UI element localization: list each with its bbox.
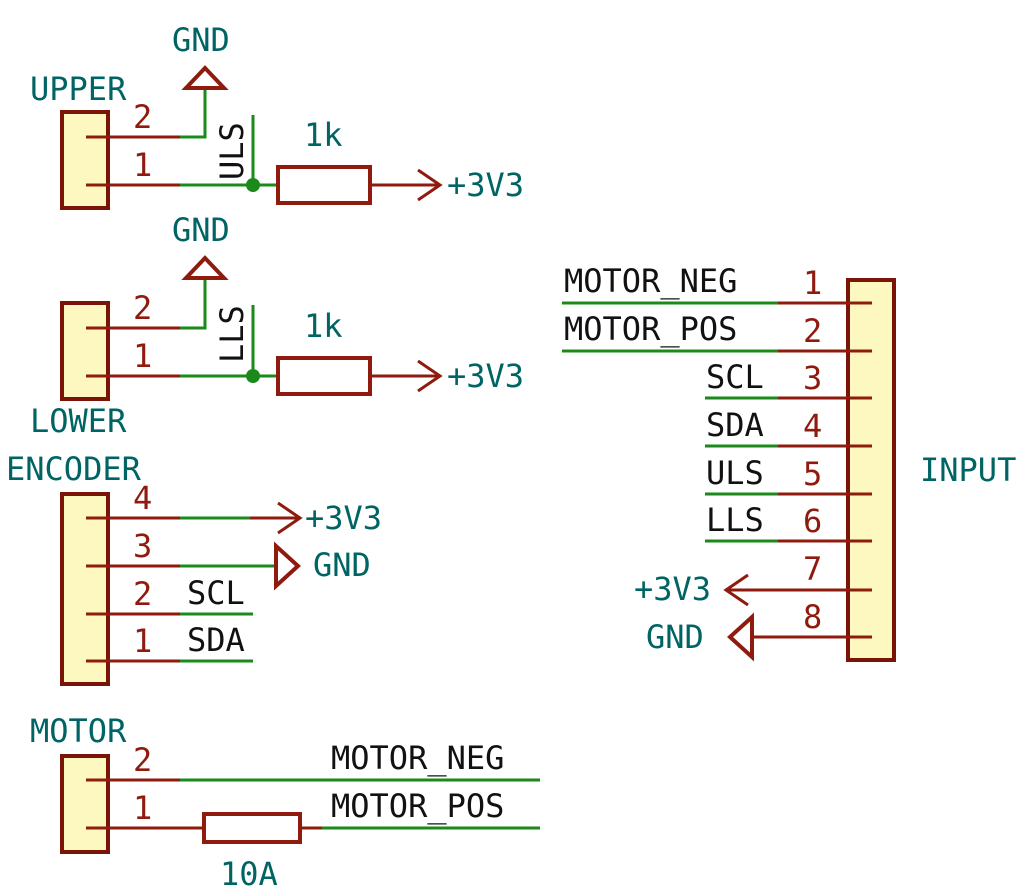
- input-motor-pos-label: MOTOR_POS: [564, 310, 737, 348]
- upper-wiring: GND ULS: [172, 21, 278, 192]
- lower-v33-label: +3V3: [447, 357, 524, 395]
- input-sda-label: SDA: [706, 406, 764, 444]
- input-gnd-symbol: [727, 612, 754, 662]
- input-wiring: MOTOR_NEG MOTOR_POS SCL SDA ULS LLS +3V3…: [562, 262, 778, 662]
- input-v33-arrow: [723, 573, 749, 607]
- lower-junction: [246, 369, 260, 383]
- input-pin-7-number: 7: [803, 550, 822, 588]
- lower-resistor[interactable]: 1k +3V3: [276, 307, 524, 396]
- lower-lls-label: LLS: [213, 305, 251, 363]
- input-pin-5-number: 5: [803, 455, 822, 493]
- lower-v33-arrow: [417, 359, 443, 393]
- upper-v33-label: +3V3: [447, 166, 524, 204]
- lower-pin-2-number: 2: [133, 289, 152, 327]
- encoder-v33-arrow: [277, 501, 303, 535]
- input-pin-8-number: 8: [803, 598, 822, 636]
- motor-neg-label: MOTOR_NEG: [331, 739, 504, 777]
- encoder-gnd-symbol: [274, 541, 301, 591]
- fuse[interactable]: 10A: [202, 812, 302, 892]
- encoder-pin-3-number: 3: [133, 527, 152, 565]
- lower-gnd-wire: [180, 280, 207, 330]
- input-motor-neg-label: MOTOR_NEG: [564, 262, 737, 300]
- upper-resistor-value: 1k: [304, 116, 343, 154]
- input-lls-label: LLS: [706, 501, 764, 539]
- upper-connector[interactable]: UPPER 2 1: [30, 70, 180, 210]
- encoder-pin-2-number: 2: [133, 575, 152, 613]
- input-pin-1-number: 1: [803, 264, 822, 302]
- motor-pin-2-number: 2: [133, 741, 152, 779]
- upper-uls-label: ULS: [213, 122, 251, 180]
- encoder-sda-label: SDA: [187, 621, 245, 659]
- lower-pin-1-number: 1: [133, 337, 152, 375]
- input-pin-4-number: 4: [803, 407, 822, 445]
- encoder-connector-body: [60, 492, 110, 686]
- input-scl-label: SCL: [706, 358, 764, 396]
- motor-ref: MOTOR: [30, 712, 127, 750]
- upper-pin-1-number: 1: [133, 146, 152, 184]
- upper-resistor-body: [276, 165, 372, 205]
- lower-ref: LOWER: [30, 402, 127, 440]
- upper-v33-arrow: [417, 168, 443, 202]
- input-pin-3-number: 3: [803, 359, 822, 397]
- upper-junction: [246, 178, 260, 192]
- upper-gnd-label: GND: [172, 21, 230, 59]
- motor-wiring: MOTOR_NEG MOTOR_POS: [180, 739, 540, 830]
- encoder-gnd-label: GND: [313, 546, 371, 584]
- input-v33-label: +3V3: [634, 570, 711, 608]
- upper-gnd-symbol: [181, 65, 229, 90]
- input-uls-label: ULS: [706, 454, 764, 492]
- input-ref: INPUT: [920, 451, 1016, 489]
- encoder-wiring: +3V3 GND SCL SDA: [180, 499, 382, 663]
- lower-resistor-body: [276, 356, 372, 396]
- lower-connector-body: [60, 301, 110, 401]
- motor-connector[interactable]: MOTOR 2 1: [30, 712, 204, 854]
- lower-gnd-symbol: [181, 255, 229, 280]
- input-connector-body: [846, 278, 896, 662]
- lower-wiring: GND LLS: [172, 211, 278, 383]
- encoder-pin-1-number: 1: [133, 622, 152, 660]
- encoder-v33-label: +3V3: [305, 499, 382, 537]
- fuse-body: [202, 812, 302, 844]
- encoder-pin-4-number: 4: [133, 479, 152, 517]
- lower-gnd-label: GND: [172, 211, 230, 249]
- input-pin-2-number: 2: [803, 312, 822, 350]
- encoder-connector[interactable]: ENCODER 4 3 2 1: [6, 450, 180, 686]
- upper-ref: UPPER: [30, 70, 127, 108]
- fuse-value: 10A: [220, 855, 278, 892]
- lower-resistor-value: 1k: [304, 307, 343, 345]
- input-connector[interactable]: INPUT 1 2 3 4 5 6 7 8: [726, 264, 1016, 662]
- upper-gnd-wire: [180, 90, 207, 139]
- input-pin-6-number: 6: [803, 502, 822, 540]
- encoder-ref: ENCODER: [6, 450, 142, 488]
- encoder-scl-label: SCL: [187, 574, 245, 612]
- motor-pos-label: MOTOR_POS: [331, 787, 504, 825]
- upper-pin-2-number: 2: [133, 98, 152, 136]
- input-gnd-label: GND: [646, 618, 704, 656]
- motor-pin-1-number: 1: [133, 789, 152, 827]
- upper-connector-body: [60, 110, 110, 210]
- motor-connector-body: [60, 754, 110, 854]
- lower-connector[interactable]: 2 1 LOWER: [30, 289, 180, 440]
- upper-resistor[interactable]: 1k +3V3: [276, 116, 524, 205]
